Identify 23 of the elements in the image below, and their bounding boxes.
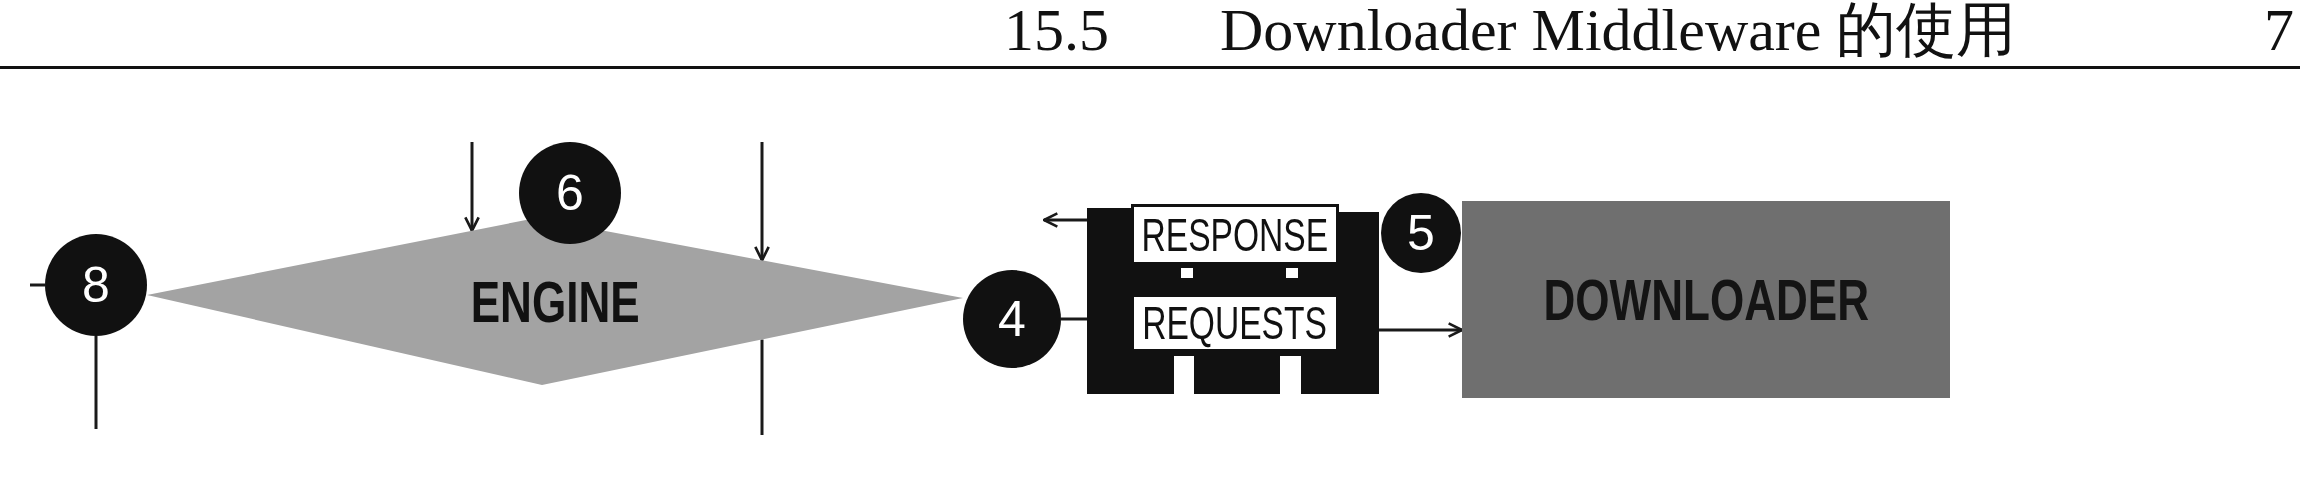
arrow bbox=[464, 142, 480, 233]
step-number: 4 bbox=[998, 294, 1026, 344]
step-number: 6 bbox=[556, 168, 584, 218]
section-number: 15.5 bbox=[1004, 0, 1109, 60]
process-diamond bbox=[147, 218, 963, 385]
step-number: 8 bbox=[82, 260, 110, 310]
process-box bbox=[1462, 201, 1950, 398]
component-label: DOWNLOADER bbox=[1543, 270, 1869, 329]
plate-label: REQUESTS bbox=[1142, 300, 1328, 346]
step-number: 5 bbox=[1407, 208, 1435, 258]
connector-line bbox=[1061, 317, 1087, 321]
component-label: ENGINE bbox=[470, 272, 640, 331]
connector-line bbox=[760, 339, 764, 435]
label-plate bbox=[1131, 294, 1339, 352]
plate-label: RESPONSE bbox=[1141, 211, 1329, 258]
arrow bbox=[1042, 212, 1087, 228]
connector-line bbox=[30, 283, 45, 287]
connector-line bbox=[94, 336, 98, 429]
running-header: Downloader Middleware 的使用 bbox=[1220, 0, 2017, 60]
arrow bbox=[1379, 322, 1464, 338]
label-plate bbox=[1131, 204, 1339, 265]
arrow bbox=[754, 142, 770, 262]
page-number: 7 bbox=[2264, 0, 2294, 60]
